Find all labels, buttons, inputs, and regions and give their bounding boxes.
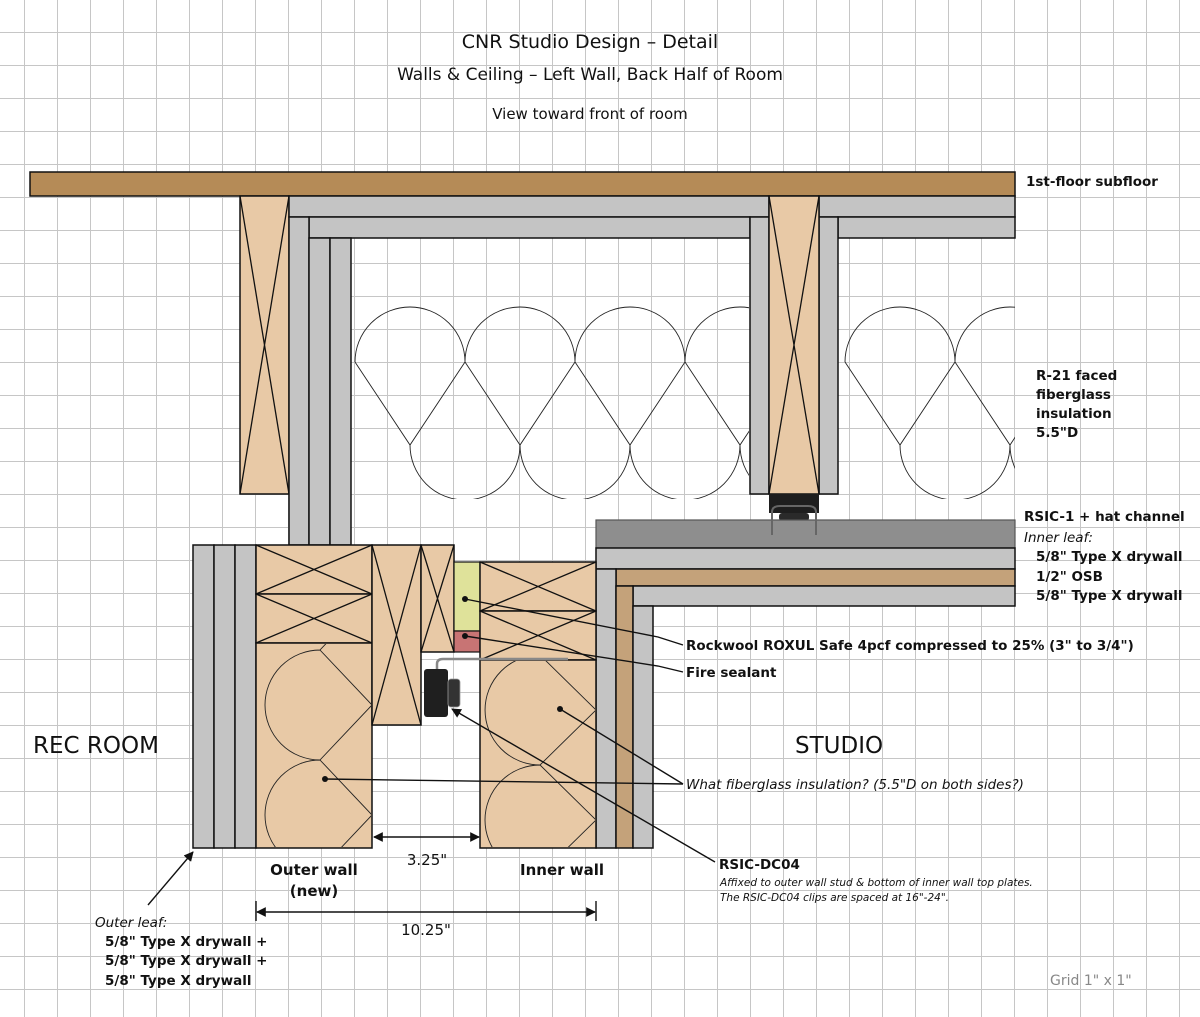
ceiling-insulation-right	[844, 306, 1015, 499]
joist-x-mark	[239, 195, 290, 495]
label-ceiling-insulation-1: R-21 faced	[1036, 368, 1117, 384]
joist-drywall-right	[818, 216, 839, 495]
outer-wall-insulation	[264, 644, 371, 847]
rsic1-clip-icon	[769, 494, 819, 513]
plate-x-mark	[479, 561, 597, 612]
insulation-batt-outline	[484, 661, 595, 847]
label-inner-leaf-1: 5/8" Type X drywall	[1036, 549, 1182, 565]
label-rec-room: REC ROOM	[33, 733, 159, 759]
label-ceiling-insulation-4: 5.5"D	[1036, 425, 1078, 441]
label-outer-leaf-title: Outer leaf:	[95, 915, 167, 931]
view-note: View toward front of room	[492, 105, 688, 123]
ceiling-drywall-layer-1	[288, 195, 770, 218]
wall-drywall-layer-3	[329, 237, 352, 546]
label-rsic-dc04: RSIC-DC04	[719, 857, 800, 873]
label-fire-sealant: Fire sealant	[686, 665, 777, 681]
label-inner-leaf-2: 1/2" OSB	[1036, 569, 1103, 585]
rockwool-strip	[453, 561, 481, 632]
joist-x-mark	[768, 195, 820, 495]
grid-scale-note: Grid 1" x 1"	[1050, 973, 1132, 989]
label-rsic-dc04-note-1: Affixed to outer wall stud & bottom of i…	[719, 877, 1033, 889]
ceiling-drywall-layer-2	[308, 216, 751, 239]
insulation-batt-outline	[844, 306, 1015, 499]
inner-leaf-ceiling-drywall-2	[632, 585, 1016, 607]
inner-wall-stud-cavity	[479, 659, 597, 849]
hat-channel-bracket	[771, 505, 817, 535]
leader-lines	[147, 596, 716, 906]
page-subtitle: Walls & Ceiling – Left Wall, Back Half o…	[397, 65, 783, 85]
label-outer-leaf-3: 5/8" Type X drywall	[105, 973, 251, 989]
ceiling-drywall-layer-2-right	[837, 216, 1016, 239]
label-outer-leaf-2: 5/8" Type X drywall +	[105, 953, 267, 969]
plate-x-mark	[255, 544, 373, 595]
label-studio: STUDIO	[795, 733, 883, 759]
label-subfloor: 1st-floor subfloor	[1026, 174, 1158, 190]
inner-leaf-wall-drywall-1	[595, 568, 617, 849]
label-ceiling-insulation-2: fiberglass	[1036, 387, 1111, 403]
label-ceiling-insulation-3: insulation	[1036, 406, 1112, 422]
inner-leaf-ceiling-drywall-1	[595, 547, 1016, 570]
ceiling-drywall-layer-1-right	[818, 195, 1016, 218]
page-title: CNR Studio Design – Detail	[462, 31, 718, 53]
insulation-batt-outline	[354, 306, 749, 499]
wall-drywall-layer-2	[308, 237, 331, 546]
rsic-dc04-thread	[447, 678, 461, 708]
label-outer-leaf-1: 5/8" Type X drywall +	[105, 934, 267, 950]
inner-wall-insulation	[484, 661, 595, 847]
outer-leaf-drywall-3	[234, 544, 257, 849]
insulation-batt-outline	[264, 644, 371, 847]
label-inner-leaf-title: Inner leaf:	[1024, 530, 1093, 546]
wall-drywall-layer-1	[288, 216, 310, 546]
joist-drywall-left	[749, 216, 770, 495]
gap-dimension: 3.25"	[407, 851, 447, 869]
outer-leaf-drywall-1	[192, 544, 215, 849]
label-outer-wall: Outer wall	[270, 861, 358, 879]
label-wall-insulation-question: What fiberglass insulation? (5.5"D on bo…	[686, 777, 1024, 793]
ceiling-insulation-left	[354, 306, 749, 499]
blocking-x-mark	[371, 544, 422, 726]
dc04-bracket	[435, 657, 568, 694]
label-outer-wall-new: (new)	[290, 882, 338, 900]
dimension-10-25	[255, 901, 597, 921]
label-rsic-dc04-note-2: The RSIC-DC04 clips are spaced at 16"-24…	[720, 892, 949, 904]
total-dimension: 10.25"	[401, 921, 451, 939]
label-inner-wall: Inner wall	[520, 861, 604, 879]
rsic1-clip-thread	[779, 513, 809, 521]
plate-x-mark	[255, 593, 373, 644]
stud-x-mark	[420, 544, 455, 653]
label-rsic1: RSIC-1 + hat channel	[1024, 509, 1185, 525]
plate-x-mark	[479, 610, 597, 661]
outer-leaf-drywall-2	[213, 544, 236, 849]
inner-leaf-ceiling-osb	[615, 568, 1016, 587]
label-inner-leaf-3: 5/8" Type X drywall	[1036, 588, 1182, 604]
subfloor	[29, 171, 1016, 197]
outer-wall-stud-cavity	[255, 642, 373, 849]
inner-leaf-wall-drywall-2	[632, 605, 654, 849]
label-rockwool: Rockwool ROXUL Safe 4pcf compressed to 2…	[686, 638, 1134, 654]
rsic-dc04-clip-icon	[424, 669, 448, 717]
hat-channel	[595, 519, 1016, 549]
